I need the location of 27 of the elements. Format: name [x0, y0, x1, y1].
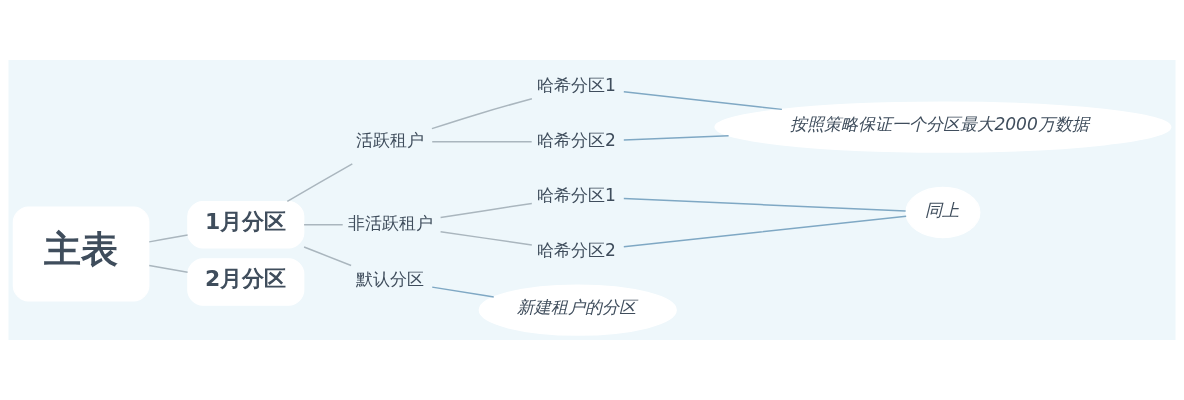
node-ellipse: 新建租户的分区 [478, 284, 677, 336]
connector [303, 223, 344, 226]
node-box: 主表 [12, 206, 150, 302]
connector [623, 91, 783, 111]
node-text: 哈希分区2 [536, 240, 616, 261]
connector [148, 234, 189, 243]
node-text: 默认分区 [356, 269, 425, 290]
node-box: 2月分区 [187, 258, 305, 306]
connector [623, 134, 730, 141]
node-text: 非活跃租户 [347, 213, 433, 234]
connector [286, 163, 354, 203]
node-text: 哈希分区2 [536, 130, 616, 151]
connector [303, 246, 352, 267]
connector [431, 141, 533, 143]
connector [431, 98, 533, 130]
connector [431, 286, 495, 298]
node-text: 哈希分区1 [536, 185, 616, 206]
connector [439, 230, 533, 246]
node-text: 哈希分区1 [536, 75, 616, 96]
connector [148, 264, 189, 273]
node-ellipse: 同上 [905, 186, 981, 239]
connector [439, 202, 533, 219]
node-text: 活跃租户 [356, 130, 425, 151]
node-ellipse: 按照策略保证一个分区最大2000万数据 [714, 101, 1172, 153]
node-box: 1月分区 [187, 200, 305, 249]
connector [623, 197, 907, 212]
connector [623, 215, 907, 248]
